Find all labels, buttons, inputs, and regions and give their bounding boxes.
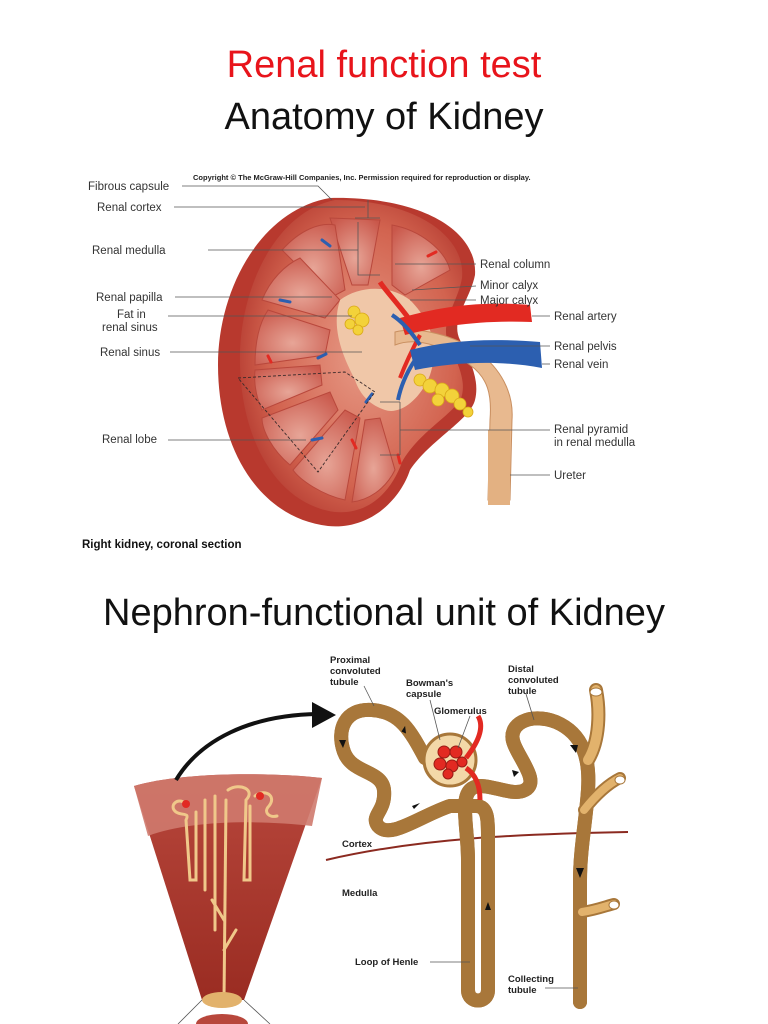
label-renal-vein: Renal vein xyxy=(554,359,608,371)
label-minor-calyx: Minor calyx xyxy=(480,280,538,292)
label-renal-pelvis: Renal pelvis xyxy=(554,341,617,353)
label-medulla: Medulla xyxy=(342,888,378,899)
label-ureter: Ureter xyxy=(554,470,586,482)
kidney-diagram: Copyright © The McGraw-Hill Companies, I… xyxy=(82,173,636,551)
page-title: Renal function test xyxy=(226,44,542,86)
papilla xyxy=(202,992,242,1008)
glomerulus xyxy=(433,745,468,780)
label-renal-sinus: Renal sinus xyxy=(100,347,160,359)
renal-artery xyxy=(400,303,532,335)
zoom-arrow xyxy=(174,712,319,782)
nephron-title: Nephron-functional unit of Kidney xyxy=(103,592,665,634)
label-fat-in: Fat in xyxy=(117,309,146,321)
label-renal-column: Renal column xyxy=(480,259,550,271)
label-major-calyx: Major calyx xyxy=(480,295,538,307)
label-in-renal-medulla: in renal medulla xyxy=(554,437,636,449)
label-dct-3: tubule xyxy=(508,686,537,697)
lobe-wedge xyxy=(134,774,322,1000)
right-leader-lines xyxy=(395,263,550,476)
label-renal-lobe: Renal lobe xyxy=(102,434,157,446)
label-bowman-1: Bowman's xyxy=(406,678,453,689)
ureter xyxy=(488,430,510,505)
flow-arrows xyxy=(339,725,584,910)
label-renal-medulla: Renal medulla xyxy=(92,245,166,257)
interlobar-vessels xyxy=(266,238,438,465)
label-collecting-1: Collecting xyxy=(508,974,554,985)
label-renal-artery: Renal artery xyxy=(554,311,617,323)
label-renal-cortex: Renal cortex xyxy=(97,202,162,214)
label-bowman-2: capsule xyxy=(406,689,441,700)
nephron-leader-lines xyxy=(363,685,578,989)
copyright-text: Copyright © The McGraw-Hill Companies, I… xyxy=(193,173,531,182)
label-dct-1: Distal xyxy=(508,664,534,675)
label-loop-of-henle: Loop of Henle xyxy=(355,957,418,968)
lobe-cortex-band xyxy=(134,774,322,836)
label-fibrous-capsule: Fibrous capsule xyxy=(88,181,169,193)
bracket-lines xyxy=(355,200,401,456)
label-dct-2: convoluted xyxy=(508,675,559,686)
label-pct-1: Proximal xyxy=(330,655,370,666)
page-subtitle: Anatomy of Kidney xyxy=(224,96,544,138)
label-cortex: Cortex xyxy=(342,839,373,850)
left-leader-lines xyxy=(168,185,365,441)
label-collecting-2: tubule xyxy=(508,985,537,996)
renal-vein xyxy=(410,340,542,370)
label-pct-2: convoluted xyxy=(330,666,381,677)
label-glomerulus: Glomerulus xyxy=(434,706,487,717)
wedge-nephrons xyxy=(171,785,279,1002)
renal-lobe-outline xyxy=(237,371,376,473)
sinus-fat xyxy=(344,305,474,418)
label-renal-papilla: Renal papilla xyxy=(96,292,163,304)
kidney-caption: Right kidney, coronal section xyxy=(82,539,242,551)
label-pct-3: tubule xyxy=(330,677,359,688)
label-renal-pyramid: Renal pyramid xyxy=(554,424,628,436)
label-renal-sinus-fat: renal sinus xyxy=(102,322,158,334)
